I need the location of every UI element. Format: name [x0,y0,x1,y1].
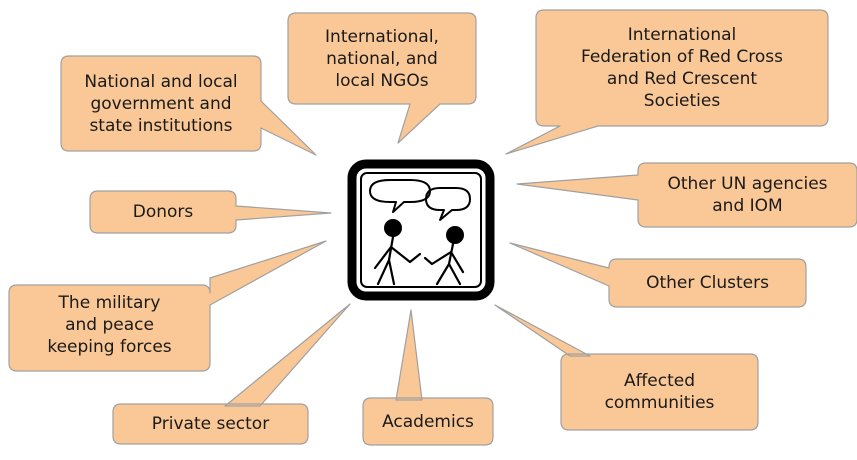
label-donors: Donors [132,202,194,222]
icon-frame-inner [360,172,482,288]
bubble-other-clusters [509,242,807,308]
speech-bubble-right-icon [425,187,471,221]
person-left-head-icon [384,219,402,237]
bubble-red-cross [505,9,829,155]
bubble-affected [494,304,759,431]
person-right-head-icon [446,226,464,244]
label-intl-ngos: International, national, and local NGOs [325,26,439,91]
bubble-private-sector [112,303,351,445]
label-affected: Affected communities [604,371,715,413]
people-talking-icon [347,159,495,301]
label-red-cross: International Federation of Red Cross an… [580,25,784,111]
person-right-body-icon [423,242,465,286]
bubble-intl-ngos [287,12,477,144]
label-military: The military and peace keeping forces [47,293,172,357]
bubble-national-gov [60,55,317,156]
label-national-gov: National and local government and state … [84,71,238,136]
bubble-military [8,240,327,372]
bubble-academics [362,309,494,446]
label-private-sector: Private sector [151,414,270,434]
bubble-donors [89,190,332,234]
speech-bubble-left-icon [369,179,431,213]
bubble-un-agencies [516,162,857,228]
label-un-agencies: Other UN agencies and IOM [667,174,828,216]
label-academics: Academics [382,411,474,432]
person-left-body-icon [373,235,422,286]
label-other-clusters: Other Clusters [646,273,769,293]
